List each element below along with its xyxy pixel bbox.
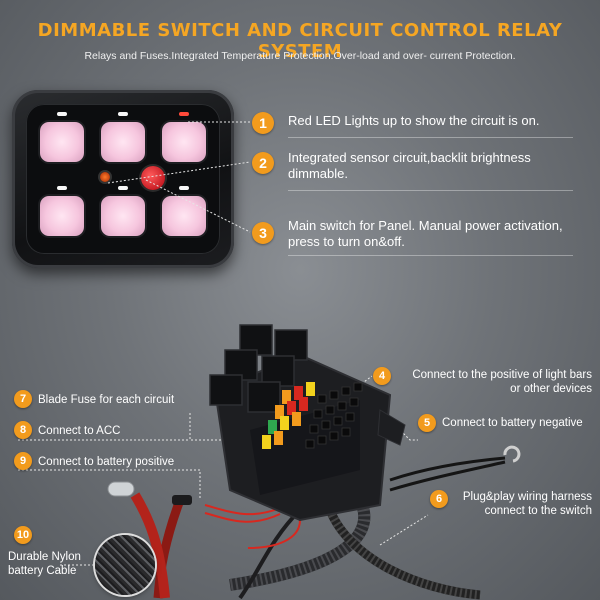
callout-text-9: Connect to battery positive <box>38 456 175 468</box>
callout-number-5: 5 <box>418 414 436 432</box>
callout-text-7: Blade Fuse for each circuit <box>38 394 175 406</box>
callout-text-10: Durable Nylon battery Cable <box>8 550 81 578</box>
feature-number-3: 3 <box>252 222 274 244</box>
switch-panel-face <box>26 104 220 254</box>
switch-button-1[interactable] <box>40 122 84 162</box>
feature-text-2-line-2: dimmable. <box>288 166 348 181</box>
callout-number-7: 7 <box>14 390 32 408</box>
callout-number-8: 8 <box>14 421 32 439</box>
switch-button-6[interactable] <box>162 196 206 236</box>
feature-divider-1 <box>288 137 573 138</box>
switch-button-3[interactable] <box>162 122 206 162</box>
indicator-led-5 <box>118 186 128 190</box>
callout-number-9: 9 <box>14 452 32 470</box>
callout-text-10-line-2: battery Cable <box>8 565 77 577</box>
page-title: DIMMABLE SWITCH AND CIRCUIT CONTROL RELA… <box>37 20 563 62</box>
switch-button-4[interactable] <box>40 196 84 236</box>
feature-divider-3 <box>288 255 573 256</box>
indicator-led-4 <box>57 186 67 190</box>
callout-number-4: 4 <box>373 367 391 385</box>
feature-text-3: Main switch for Panel. Manual power acti… <box>288 218 563 250</box>
switch-button-5[interactable] <box>101 196 145 236</box>
callout-text-6: Plug&play wiring harness connect to the … <box>420 490 592 518</box>
feature-text-3-line-2: press to turn on&off. <box>288 234 405 249</box>
indicator-led-2 <box>118 112 128 116</box>
callout-text-8: Connect to ACC <box>38 425 121 437</box>
feature-text-2: Integrated sensor circuit,backlit bright… <box>288 150 531 182</box>
callout-number-10: 10 <box>14 526 32 544</box>
feature-text-3-line-1: Main switch for Panel. Manual power acti… <box>288 218 563 233</box>
callout-text-5: Connect to battery negative <box>442 417 583 429</box>
callout-text-6-line-1: Plug&play wiring harness <box>462 491 592 503</box>
nylon-cable-closeup <box>95 535 155 595</box>
brightness-sensor <box>100 172 110 182</box>
feature-text-1: Red LED Lights up to show the circuit is… <box>288 113 540 128</box>
indicator-led-1 <box>57 112 67 116</box>
switch-button-2[interactable] <box>101 122 145 162</box>
callout-number-6: 6 <box>430 490 448 508</box>
indicator-led-6 <box>179 186 189 190</box>
callout-text-10-line-1: Durable Nylon <box>8 551 81 563</box>
feature-number-1: 1 <box>252 112 274 134</box>
page-subtitle: Relays and Fuses.Integrated Temperature … <box>84 50 516 62</box>
switch-panel <box>12 90 234 268</box>
feature-divider-2 <box>288 190 573 191</box>
feature-text-2-line-1: Integrated sensor circuit,backlit bright… <box>288 150 531 165</box>
callout-text-6-line-2: connect to the switch <box>484 505 592 517</box>
feature-number-2: 2 <box>252 152 274 174</box>
callout-text-4-line-2: or other devices <box>510 383 592 395</box>
indicator-led-3 <box>179 112 189 116</box>
callout-text-4-line-1: Connect to the positive of light bars <box>412 369 592 381</box>
callout-text-4: Connect to the positive of light bars or… <box>380 368 592 396</box>
